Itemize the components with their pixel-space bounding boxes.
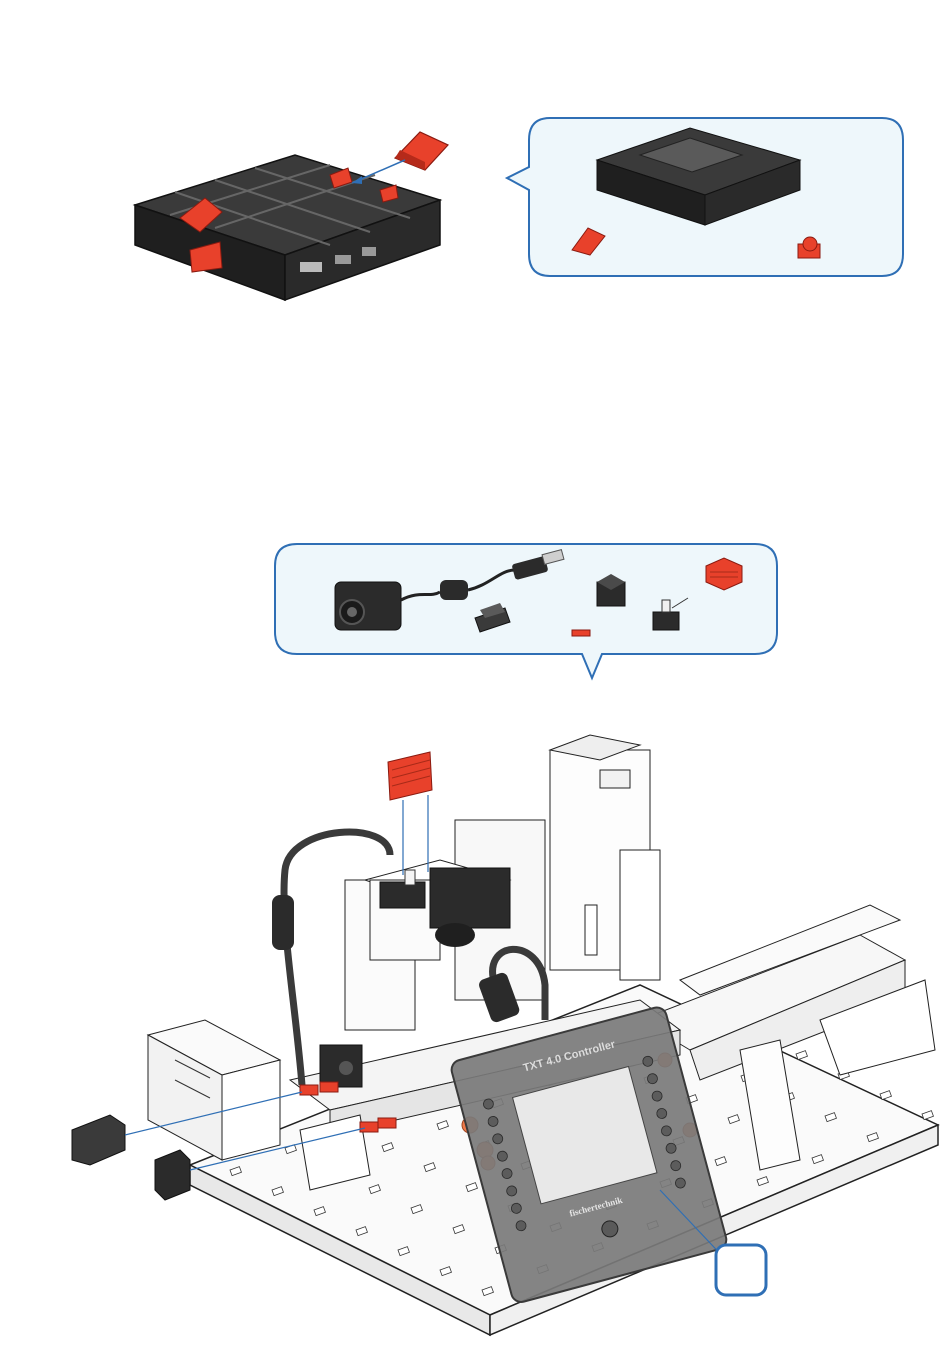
left-building-block: [148, 1020, 280, 1160]
cable-ferrite: [272, 895, 294, 950]
step-badge: [716, 1245, 766, 1295]
base-plate-hole: [880, 1091, 891, 1100]
base-plate-hole: [922, 1111, 933, 1120]
base-plate-hole: [796, 1051, 807, 1060]
sensor-cube: [320, 1045, 362, 1087]
red-cap-exploded: [388, 752, 432, 875]
